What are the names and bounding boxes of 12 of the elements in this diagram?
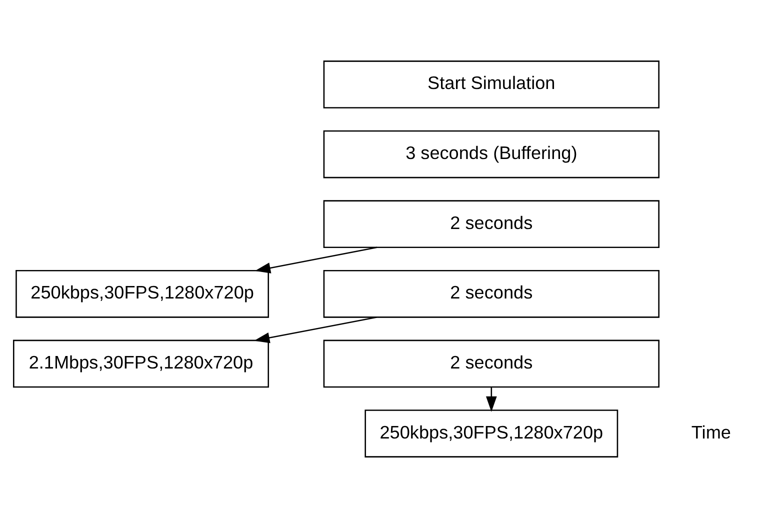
node-box: 3 seconds (Buffering) xyxy=(323,130,660,178)
node-box: 250kbps,30FPS,1280x720p xyxy=(16,269,270,318)
arrow xyxy=(254,316,377,343)
node-box: 2 seconds xyxy=(323,339,660,388)
arrow xyxy=(486,386,497,412)
arrow xyxy=(254,246,378,273)
node-box: 2 seconds xyxy=(323,200,660,248)
node-box: 2 seconds xyxy=(323,269,660,318)
node-box: 2.1Mbps,30FPS,1280x720p xyxy=(13,339,270,388)
label: Time xyxy=(691,422,731,442)
node-box: Start Simulation xyxy=(323,60,660,108)
node-box: 250kbps,30FPS,1280x720p xyxy=(364,409,618,457)
